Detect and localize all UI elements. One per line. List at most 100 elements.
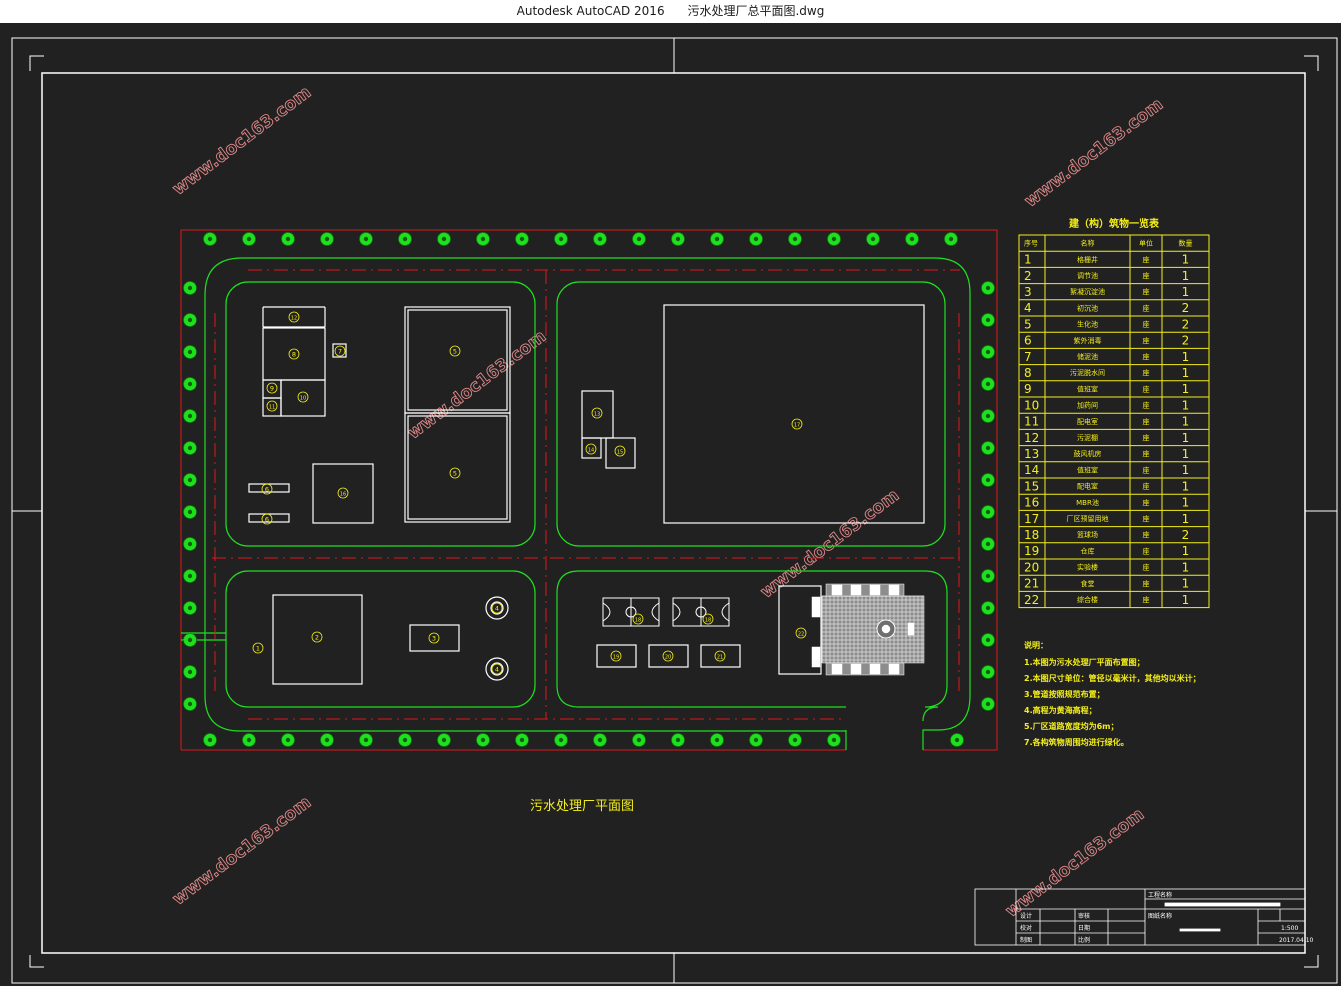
building-label-5: 5	[449, 345, 461, 357]
table-cell: 座	[1143, 595, 1150, 604]
table-cell: 座	[1143, 368, 1150, 377]
table-cell: 11	[1024, 415, 1039, 429]
watermark-text: www.doc163.com	[169, 793, 315, 910]
svg-text:2: 2	[315, 633, 319, 641]
table-cell: 15	[1024, 479, 1039, 493]
watermark-text: www.doc163.com	[1021, 95, 1167, 212]
plaza-paving	[811, 583, 925, 676]
tree-icon	[281, 232, 295, 246]
table-cell: 值班室	[1077, 384, 1098, 393]
table-cell: 综合楼	[1077, 595, 1098, 604]
building-22	[778, 585, 822, 675]
building-15	[605, 437, 636, 469]
building-label-17: 17	[791, 418, 803, 430]
tree-icon	[981, 473, 995, 487]
svg-text:20: 20	[665, 654, 671, 660]
tree-icon	[515, 733, 529, 747]
table-cell: 座	[1143, 465, 1150, 474]
building-16	[312, 463, 374, 524]
tree-icon	[710, 232, 724, 246]
table-cell: 1	[1182, 366, 1190, 380]
table-header: 名称	[1081, 239, 1095, 248]
svg-text:6: 6	[265, 485, 269, 493]
tree-layer	[183, 232, 995, 747]
table-header: 序号	[1024, 239, 1038, 248]
building-label-7: 7	[334, 345, 346, 357]
tree-icon	[476, 232, 490, 246]
building-7	[332, 343, 347, 358]
table-cell: 配电室	[1077, 482, 1098, 491]
tree-icon	[671, 733, 685, 747]
site-boundary	[180, 229, 998, 751]
basketball-court	[672, 597, 730, 627]
table-cell: 食堂	[1081, 579, 1095, 588]
tree-icon	[242, 733, 256, 747]
svg-text:21: 21	[717, 654, 723, 660]
table-cell: 座	[1143, 271, 1150, 280]
building-4a	[485, 596, 509, 620]
building-label-4: 4	[491, 663, 503, 675]
road-network	[181, 257, 971, 750]
drawing-title: 污水处理厂平面图	[530, 799, 634, 814]
tree-icon	[593, 232, 607, 246]
tree-icon	[437, 232, 451, 246]
note-1: 1.本图为污水处理厂平面布置图；	[1024, 657, 1145, 668]
table-cell: 调节池	[1077, 271, 1098, 280]
table-cell: 加药间	[1077, 401, 1098, 410]
tree-icon	[183, 601, 197, 615]
table-cell: 座	[1143, 530, 1150, 539]
table-cell: 污泥棚	[1077, 433, 1098, 442]
building-label-15: 15	[614, 445, 626, 457]
tree-icon	[398, 232, 412, 246]
table-cell: 1	[1182, 577, 1190, 591]
tree-icon	[359, 733, 373, 747]
svg-text:4: 4	[495, 604, 499, 612]
tree-icon	[749, 733, 763, 747]
note-4: 4.高程为黄海高程；	[1024, 705, 1097, 716]
notes-heading: 说明：	[1024, 640, 1048, 650]
table-cell: 絮凝沉淀池	[1070, 287, 1105, 296]
table-cell: 座	[1143, 514, 1150, 523]
tree-icon	[981, 633, 995, 647]
building-17	[663, 304, 925, 524]
table-cell: 1	[1182, 463, 1190, 477]
table-cell: 10	[1024, 398, 1039, 412]
table-cell: 1	[1182, 593, 1190, 607]
tree-icon	[183, 281, 197, 295]
table-cell: 鼓风机房	[1074, 449, 1102, 458]
svg-text:22: 22	[798, 631, 804, 637]
tb-design: 设计	[1020, 912, 1032, 920]
table-cell: 座	[1143, 401, 1150, 410]
table-header: 单位	[1139, 239, 1153, 248]
tree-icon	[554, 232, 568, 246]
note-7: 7.各构筑物周围均进行绿化。	[1024, 737, 1129, 747]
table-grid	[1018, 234, 1210, 609]
table-cell: 2	[1182, 317, 1190, 331]
building-label-12: 12	[288, 311, 300, 323]
basketball-courts	[602, 597, 730, 627]
tree-icon	[554, 733, 568, 747]
table-cell: 座	[1143, 433, 1150, 442]
tree-icon	[866, 232, 880, 246]
table-cell: 仓库	[1081, 546, 1095, 555]
table-cell: 座	[1143, 384, 1150, 393]
svg-text:9: 9	[270, 384, 274, 392]
table-cell: 1	[1182, 382, 1190, 396]
table-cell: 2	[1182, 301, 1190, 315]
file-name: 污水处理厂总平面图.dwg	[687, 4, 825, 18]
table-cell: 座	[1143, 417, 1150, 426]
table-cell: 座	[1143, 320, 1150, 329]
table-cell: 生化池	[1077, 320, 1098, 329]
building-label-16: 16	[337, 487, 349, 499]
table-cell: 座	[1143, 498, 1150, 507]
table-cell: 1	[1182, 398, 1190, 412]
table-cell: 6	[1024, 334, 1032, 348]
tree-icon	[981, 697, 995, 711]
building-4b	[485, 657, 509, 681]
tb-check: 校对	[1020, 924, 1032, 932]
note-3: 3.管道按照规范布置；	[1024, 689, 1105, 700]
svg-text:19: 19	[613, 654, 619, 660]
